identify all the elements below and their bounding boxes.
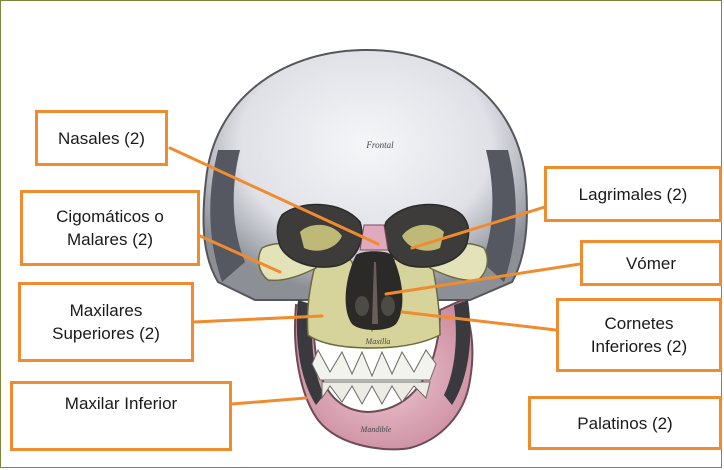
label-maxilares-text: Maxilares Superiores (2) [52, 299, 160, 345]
label-cornetes-text: Cornetes Inferiores (2) [591, 312, 687, 358]
leader-maxilar-inferior [232, 398, 306, 404]
label-cigomaticos-text: Cigomáticos o Malares (2) [56, 205, 164, 251]
skull-text-maxilla: Maxilla [365, 337, 391, 346]
label-palatinos-text: Palatinos (2) [577, 412, 672, 435]
label-maxilar-inferior: Maxilar Inferior [10, 381, 232, 451]
label-palatinos: Palatinos (2) [528, 396, 722, 450]
label-maxilares: Maxilares Superiores (2) [18, 282, 194, 362]
upper-teeth [312, 350, 436, 380]
label-cigomaticos: Cigomáticos o Malares (2) [20, 190, 200, 266]
label-lagrimales: Lagrimales (2) [544, 166, 722, 222]
label-nasales-text: Nasales (2) [58, 127, 145, 150]
label-vomer: Vómer [580, 240, 722, 286]
label-maxilar-inferior-text: Maxilar Inferior [65, 392, 177, 415]
label-lagrimales-text: Lagrimales (2) [579, 183, 688, 206]
label-vomer-text: Vómer [626, 252, 676, 275]
label-cornetes: Cornetes Inferiores (2) [556, 298, 722, 372]
skull-text-mandible: Mandible [360, 425, 392, 434]
skull-text-frontal: Frontal [365, 140, 394, 150]
label-nasales: Nasales (2) [35, 110, 168, 166]
